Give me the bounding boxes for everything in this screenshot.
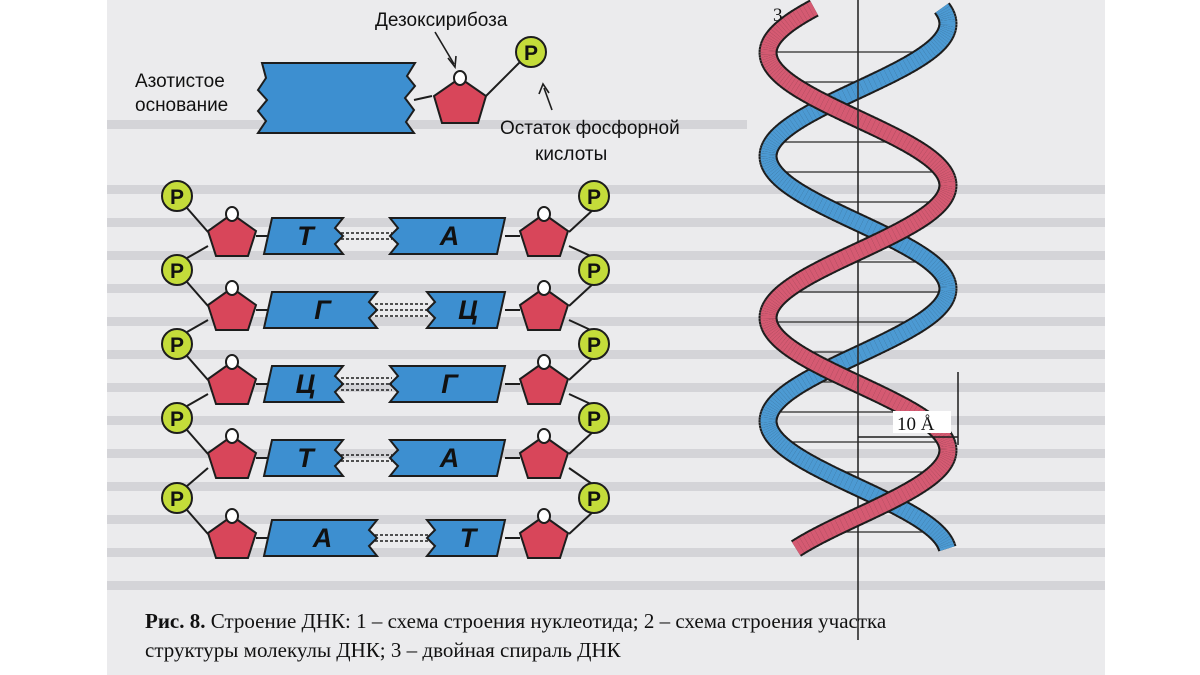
base-letter-right: Ц: [458, 295, 478, 325]
phosphate-group: [578, 180, 610, 212]
deoxyribose-label: Дезоксирибоза: [375, 10, 508, 31]
nitrogen-base-block: [262, 439, 346, 477]
phosphate-group: [161, 482, 193, 514]
nitrogen-base-block: [262, 217, 346, 255]
sugar-oxygen: [453, 70, 467, 86]
pitch-marker: [858, 372, 959, 445]
base-pair-row: Г Ц P P: [161, 254, 610, 331]
phosphate-group: [578, 402, 610, 434]
phosphate-residue-label-2: кислоты: [535, 144, 607, 165]
nitrogen-base-label-1: Азотистое: [135, 71, 225, 92]
phosphate-label: P: [587, 186, 601, 209]
deoxyribose-pentagon: [206, 514, 258, 559]
figure-caption: Рис. 8. Строение ДНК: 1 – схема строения…: [145, 607, 1125, 665]
nitrogen-base-block: [424, 519, 507, 557]
base-letter-left: А: [312, 523, 333, 553]
phosphate-label: P: [587, 488, 601, 511]
base-letter-left: Г: [314, 295, 332, 325]
base-pair-row: Т А P P: [161, 180, 610, 257]
phosphate-group: [161, 402, 193, 434]
helix-strand-pink: [791, 539, 805, 555]
phosphate-group: [161, 180, 193, 212]
sugar-oxygen: [537, 354, 551, 370]
phosphate-group: P: [515, 36, 547, 68]
nucleotide-scheme: P Дезоксирибоза Азотистое основание Оста…: [135, 10, 680, 165]
nitrogen-base-block: [387, 439, 507, 477]
dna-fragment-scheme: Т А P P Г Ц P P Ц Г P P Т А P P А Т P P: [161, 180, 610, 559]
phosphate-group: [578, 482, 610, 514]
phosphate-group: [161, 254, 193, 286]
deoxyribose-pentagon: [518, 514, 570, 559]
deoxyribose-pentagon: [206, 360, 258, 405]
nitrogen-base-block: [262, 291, 380, 329]
nitrogen-base-block: [387, 217, 507, 255]
deoxyribose-pentagon: [206, 212, 258, 257]
base-letter-left: Т: [297, 221, 316, 251]
base-pair-row: Ц Г P P: [161, 328, 610, 405]
base-letter-left: Ц: [296, 369, 316, 399]
deoxyribose-pentagon: [432, 76, 488, 124]
label-arrows: [434, 31, 553, 111]
caption-line-1: Строение ДНК: 1 – схема строения нуклеот…: [210, 609, 887, 633]
deoxyribose-pentagon: [518, 434, 570, 479]
phosphate-group: [161, 328, 193, 360]
sugar-oxygen: [225, 206, 239, 222]
double-helix: 3 10 Å: [758, 0, 959, 640]
base-letter-right: А: [439, 443, 460, 473]
deoxyribose-pentagon: [206, 286, 258, 331]
sugar-oxygen: [537, 508, 551, 524]
sugar-oxygen: [225, 508, 239, 524]
phosphate-label: P: [587, 408, 601, 431]
phosphate-label: P: [524, 42, 538, 65]
base-letter-right: А: [439, 221, 460, 251]
base-letter-left: Т: [297, 443, 316, 473]
base-pair-row: А Т P P: [161, 482, 610, 559]
phosphate-label: P: [170, 186, 184, 209]
nitrogen-base-block: [262, 519, 380, 557]
base-letter-right: Г: [441, 369, 459, 399]
phosphate-group: [578, 328, 610, 360]
figure-label: Рис. 8.: [145, 609, 206, 633]
sugar-oxygen: [225, 280, 239, 296]
nitrogen-base-block: [424, 291, 507, 329]
phosphate-residue-label-1: Остаток фосфорной: [500, 118, 680, 139]
helix-pitch-label: 10 Å: [897, 414, 935, 435]
deoxyribose-pentagon: [518, 360, 570, 405]
nitrogen-base-block: [256, 62, 417, 134]
panel-number-3: 3: [773, 5, 783, 26]
base-pair-row: Т А P P: [161, 402, 610, 479]
phosphate-label: P: [170, 334, 184, 357]
sugar-oxygen: [225, 428, 239, 444]
phosphate-group: [578, 254, 610, 286]
caption-line-2: структуры молекулы ДНК; 3 – двойная спир…: [145, 638, 621, 662]
phosphate-label: P: [170, 260, 184, 283]
phosphate-label: P: [170, 488, 184, 511]
nitrogen-base-block: [262, 365, 346, 403]
deoxyribose-pentagon: [206, 434, 258, 479]
phosphate-label: P: [587, 260, 601, 283]
deoxyribose-pentagon: [518, 286, 570, 331]
sugar-oxygen: [537, 428, 551, 444]
nitrogen-base-label-2: основание: [135, 95, 228, 116]
phosphate-label: P: [170, 408, 184, 431]
helix-strand-blue: [939, 543, 955, 551]
sugar-oxygen: [225, 354, 239, 370]
phosphate-label: P: [587, 334, 601, 357]
base-letter-right: Т: [460, 523, 479, 553]
nitrogen-base-block: [387, 365, 507, 403]
sugar-oxygen: [537, 280, 551, 296]
sugar-oxygen: [537, 206, 551, 222]
deoxyribose-pentagon: [518, 212, 570, 257]
